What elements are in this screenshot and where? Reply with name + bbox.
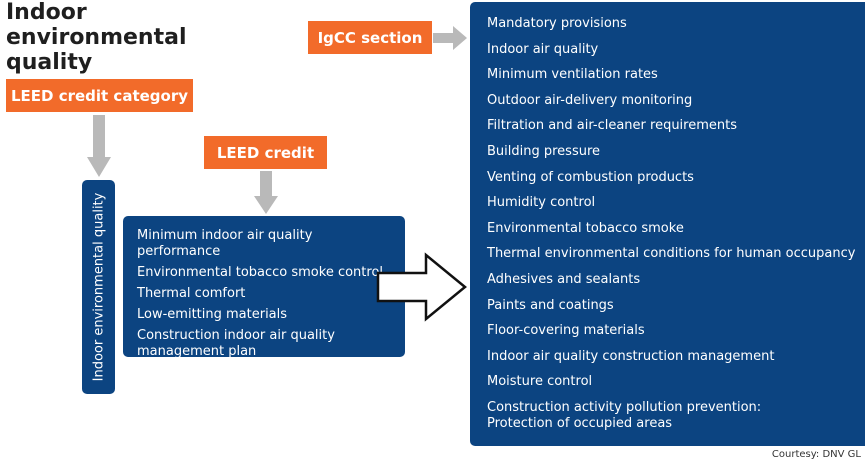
- leed-credit-box: Minimum indoor air quality performance E…: [123, 216, 405, 360]
- category-box: Indoor environmental quality: [82, 180, 115, 394]
- list-item: Environmental tobacco smoke control: [137, 265, 384, 280]
- list-item: Thermal comfort: [137, 286, 246, 301]
- list-item: Mandatory provisions: [487, 16, 627, 31]
- list-item: Indoor air quality: [487, 41, 599, 57]
- list-item: Humidity control: [487, 195, 596, 211]
- list-item: Environmental tobacco smoke: [487, 220, 684, 236]
- list-item: Low-emitting materials: [137, 307, 288, 322]
- list-item: Indoor air quality construction manageme…: [487, 348, 775, 364]
- page-title: Indoor environmental quality: [6, 0, 187, 75]
- leed-credit-category-label: LEED credit category: [6, 79, 193, 112]
- list-item: Minimum indoor air quality performance: [137, 228, 313, 259]
- category-text: Indoor environmental quality: [91, 192, 106, 382]
- list-item: Adhesives and sealants: [487, 271, 641, 287]
- list-item: Thermal environmental conditions for hum…: [487, 246, 856, 262]
- igcc-section-box: Mandatory provisions Indoor air quality …: [470, 2, 865, 446]
- igcc-arrow-right: [433, 26, 467, 50]
- igcc-section-label: IgCC section: [308, 21, 432, 54]
- list-item: Construction indoor air quality manageme…: [137, 328, 335, 359]
- list-item: Construction activity pollution preventi…: [487, 399, 762, 431]
- leed-credit-label: LEED credit: [204, 136, 327, 169]
- courtesy-credit: Courtesy: DNV GL: [771, 449, 861, 460]
- list-item: Outdoor air-delivery monitoring: [487, 92, 693, 108]
- igcc-section-list: Mandatory provisions Indoor air quality …: [470, 2, 865, 432]
- list-item: Building pressure: [487, 143, 601, 159]
- list-item: Minimum ventilation rates: [487, 67, 658, 83]
- credit-arrow-down: [254, 171, 278, 214]
- category-arrow-down: [87, 115, 111, 177]
- list-item: Floor-covering materials: [487, 323, 645, 339]
- list-item: Filtration and air-cleaner requirements: [487, 118, 737, 134]
- list-item: Moisture control: [487, 374, 593, 390]
- mapping-arrow-right: [376, 252, 467, 322]
- leed-credit-list: Minimum indoor air quality performance E…: [123, 216, 405, 360]
- list-item: Venting of combustion products: [487, 169, 694, 185]
- list-item: Paints and coatings: [487, 297, 614, 313]
